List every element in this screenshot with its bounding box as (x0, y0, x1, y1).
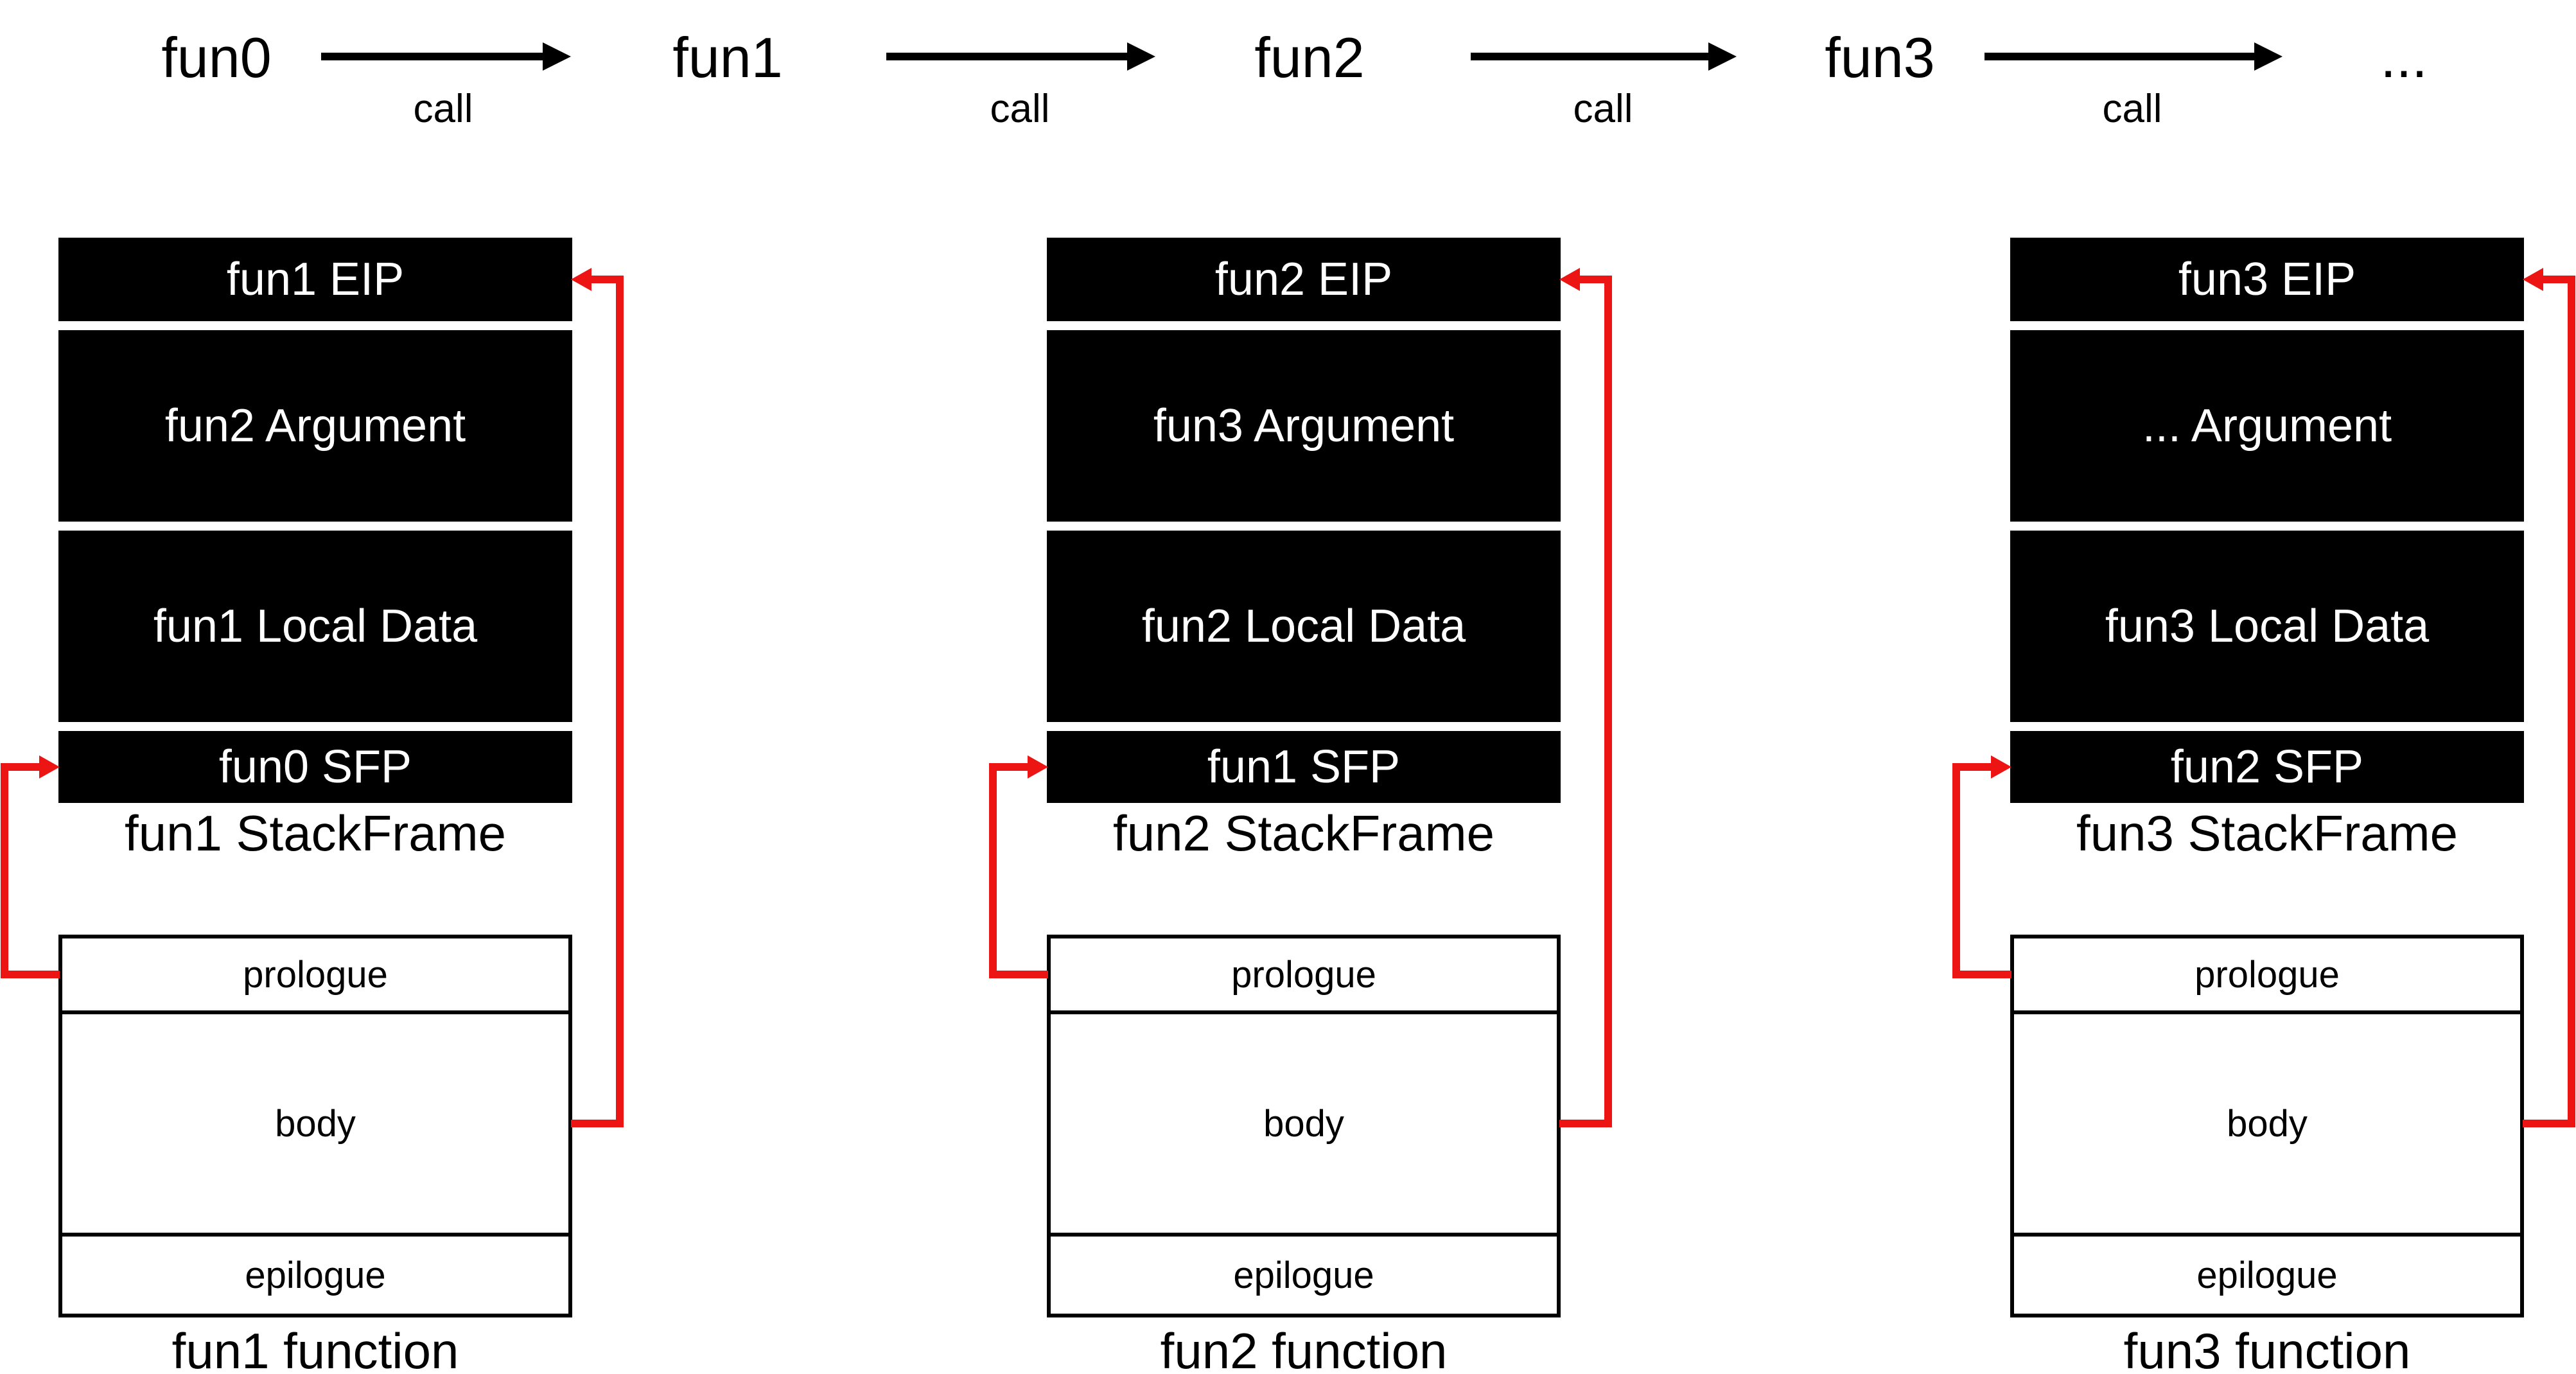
prologue-row: prologue (62, 938, 568, 1010)
body-link-horizontal (1559, 1120, 1612, 1127)
sfp-link-vertical (1952, 763, 1960, 978)
call-arrow-line (1471, 53, 1708, 60)
call-arrowhead-icon (2254, 42, 2282, 71)
chain-function-name: fun1 (672, 26, 783, 89)
stack-row-eip: fun2 EIP (1047, 238, 1561, 321)
sfp-link-horizontal (1, 763, 40, 771)
call-arrow-line (321, 53, 543, 60)
epilogue-row: epilogue (62, 1237, 568, 1314)
stack-row-argument: fun2 Argument (58, 330, 572, 522)
function-caption: fun1 function (171, 1323, 459, 1374)
prologue-row: prologue (1051, 938, 1557, 1010)
stack-row-sfp: fun1 SFP (1047, 731, 1561, 803)
epilogue-row: epilogue (1051, 1237, 1557, 1314)
stack-row-local-data: fun3 Local Data (2010, 531, 2524, 722)
stack-frame: fun2 EIP fun3 Argument fun2 Local Data f… (1047, 238, 1561, 803)
call-arrowhead-icon (1127, 42, 1155, 71)
sfp-link-horizontal (1952, 763, 1992, 771)
body-link-horizontal (571, 1120, 624, 1127)
stack-row-eip: fun1 EIP (58, 238, 572, 321)
stack-row-sfp: fun0 SFP (58, 731, 572, 803)
body-row: body (2014, 1010, 2520, 1237)
return-link-vertical (616, 276, 624, 1127)
call-arrow-line (886, 53, 1127, 60)
return-link-horizontal (591, 276, 624, 283)
column-fun3: fun3 EIP ... Argument fun3 Local Data fu… (1952, 0, 2575, 1374)
chain-function-name: fun3 (1825, 26, 1935, 89)
prologue-link-horizontal (989, 971, 1048, 978)
prologue-link-horizontal (1, 971, 60, 978)
return-arrowhead-icon (1559, 268, 1580, 291)
stack-row-argument: fun3 Argument (1047, 330, 1561, 522)
stack-frame-caption: fun2 StackFrame (1113, 805, 1494, 861)
stack-row-eip: fun3 EIP (2010, 238, 2524, 321)
call-arrowhead-icon (1708, 42, 1737, 71)
chain-function-name: fun2 (1254, 26, 1365, 89)
call-label: call (413, 87, 473, 131)
stack-row-sfp: fun2 SFP (2010, 731, 2524, 803)
return-arrowhead-icon (2523, 268, 2543, 291)
column-fun2: fun2 EIP fun3 Argument fun2 Local Data f… (989, 0, 1612, 1374)
call-label: call (990, 87, 1050, 131)
stack-frame-caption: fun3 StackFrame (2076, 805, 2458, 861)
prologue-link-horizontal (1952, 971, 2011, 978)
sfp-arrowhead-icon (1991, 755, 2011, 779)
sfp-link-horizontal (989, 763, 1029, 771)
function-box: prologue body epilogue (2010, 935, 2524, 1317)
call-label: call (2102, 87, 2162, 131)
body-row: body (62, 1010, 568, 1237)
return-arrowhead-icon (571, 268, 591, 291)
return-link-horizontal (1580, 276, 1612, 283)
body-link-horizontal (2523, 1120, 2575, 1127)
return-link-vertical (1604, 276, 1612, 1127)
epilogue-row: epilogue (2014, 1237, 2520, 1314)
return-link-vertical (2568, 276, 2575, 1127)
prologue-row: prologue (2014, 938, 2520, 1010)
sfp-arrowhead-icon (39, 755, 60, 779)
call-label: call (1573, 87, 1633, 131)
function-box: prologue body epilogue (1047, 935, 1561, 1317)
return-link-horizontal (2543, 276, 2575, 283)
stack-row-local-data: fun1 Local Data (58, 531, 572, 722)
sfp-link-vertical (989, 763, 997, 978)
stack-frame: fun3 EIP ... Argument fun3 Local Data fu… (2010, 238, 2524, 803)
function-caption: fun2 function (1160, 1323, 1448, 1374)
function-box: prologue body epilogue (58, 935, 572, 1317)
sfp-arrowhead-icon (1028, 755, 1048, 779)
stack-row-local-data: fun2 Local Data (1047, 531, 1561, 722)
chain-function-name: ... (2380, 26, 2428, 89)
sfp-link-vertical (1, 763, 8, 978)
call-arrowhead-icon (543, 42, 571, 71)
stack-row-argument: ... Argument (2010, 330, 2524, 522)
call-arrow-line (1985, 53, 2254, 60)
chain-function-name: fun0 (161, 26, 272, 89)
function-caption: fun3 function (2123, 1323, 2411, 1374)
stack-frame: fun1 EIP fun2 Argument fun1 Local Data f… (58, 238, 572, 803)
stack-frame-caption: fun1 StackFrame (125, 805, 506, 861)
body-row: body (1051, 1010, 1557, 1237)
column-fun1: fun1 EIP fun2 Argument fun1 Local Data f… (1, 0, 624, 1374)
